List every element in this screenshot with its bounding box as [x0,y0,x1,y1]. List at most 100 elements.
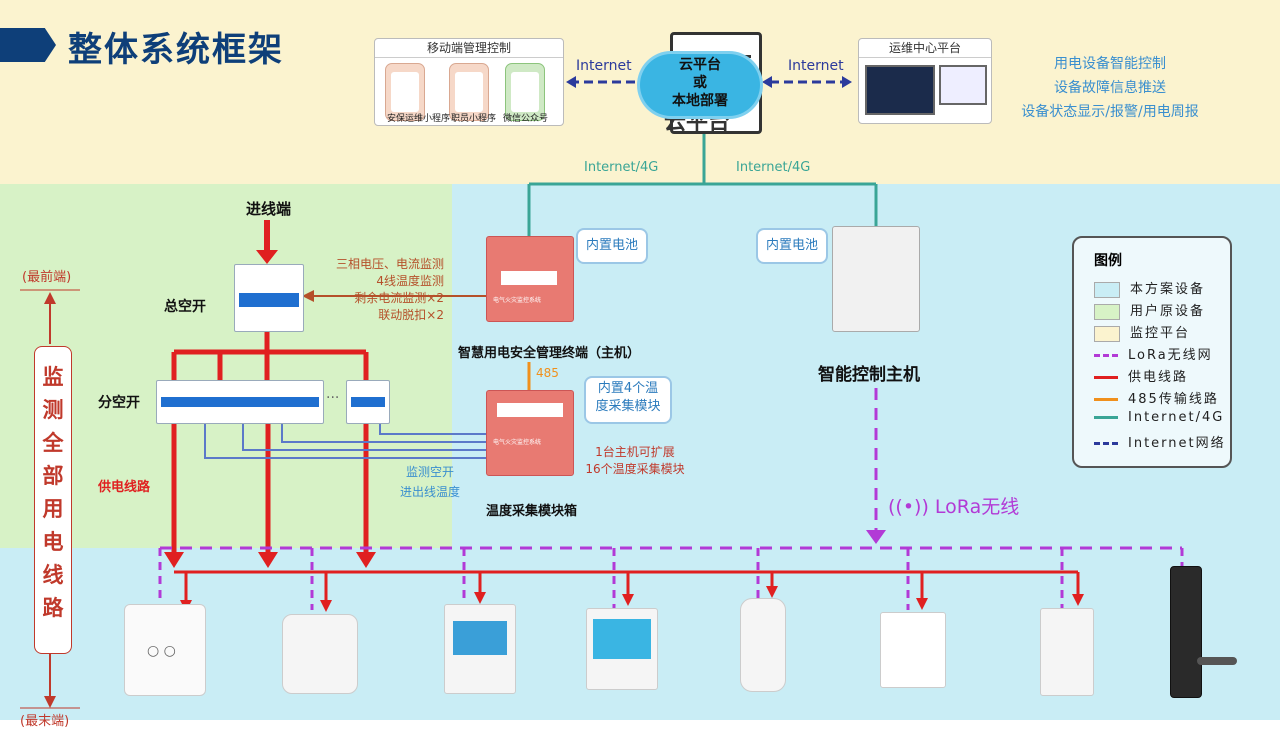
smart-host-label: 智能控制主机 [818,365,920,385]
legend-item: LoRa无线网 [1094,344,1213,363]
monitor-screen-icon [865,65,935,115]
legend-label: 供电线路 [1128,370,1189,385]
host-terminal-device: 电气火灾监控系统 [486,236,574,322]
host-panel-text: 电气火灾监控系统 [493,297,542,304]
legend-item: 供电线路 [1094,366,1188,385]
bubble-line: 内置4个温 [597,381,659,396]
cloud-line: 云平台 [679,57,721,73]
feature-item: 设备故障信息推送 [1054,80,1166,96]
feature-item: 用电设备智能控制 [1054,56,1166,72]
breaker-controller-device [1040,608,1094,696]
title-arrow-icon [0,28,56,62]
branch-switch-label: 分空开 [98,395,140,411]
vertical-char: 部 [42,464,64,488]
mobile-panel-title: 移动端管理控制 [375,39,563,58]
monitor-note-line: 监测空开 [405,465,454,479]
monitor-note-line: 进出线温度 [399,485,460,499]
expand-note: 1台主机可扩展 16个温度采集模块 [580,444,690,478]
phone-icon [505,63,545,121]
internet4g-label-left: Internet/4G [584,160,659,175]
cloud-icon [640,54,760,116]
main-switch-label: 总空开 [164,299,206,315]
smart-socket-device [282,614,358,694]
legend: 图例 本方案设备 用户原设备 监控平台 LoRa无线网 供电线路 485传输线路… [1072,236,1232,468]
plug-socket-device [740,598,786,692]
temp-box-label: 温度采集模块箱 [486,504,578,519]
vertical-label: 监 测 全 部 用 电 线 路 [34,346,72,654]
lora-text: LoRa无线 [934,496,1020,518]
monitor-item: 剩余电流监测×2 [354,291,444,305]
legend-title: 图例 [1094,253,1122,269]
ops-panel: 运维中心平台 [858,38,992,124]
vertical-char: 路 [42,596,64,620]
page-title: 整体系统框架 [68,30,284,70]
host-label: 智慧用电安全管理终端（主机） [458,346,641,361]
mobile-panel: 移动端管理控制 安保运维小程序 职员小程序 微信公众号 [374,38,564,126]
legend-label: 监控平台 [1130,326,1191,341]
temp-module-box: 电气火灾监控系统 [486,390,574,476]
monitor-note: 监测空开 进出线温度 [396,462,464,502]
monitor-item: 4线温度监测 [376,274,444,288]
internet-label-right: Internet [788,58,844,74]
legend-label: 本方案设备 [1130,282,1206,297]
mobile-item-label: 职员小程序 [451,114,497,124]
cloud-label: 云平台 或 本地部署 [640,56,760,110]
branch-breaker-group [156,380,324,424]
vertical-char: 监 [42,365,64,389]
cloud-line: 或 [693,75,707,91]
vertical-char: 测 [42,398,64,422]
monitor-item: 联动脱扣×2 [378,308,444,322]
monitor-list: 三相电压、电流监测 4线温度监测 剩余电流监测×2 联动脱扣×2 [324,256,444,324]
legend-item: Internet/4G [1094,410,1224,425]
vertical-char: 全 [42,431,64,455]
vertical-char: 电 [42,530,64,554]
temp-box-panel-text: 电气火灾监控系统 [493,439,542,446]
ellipsis: ··· [326,390,340,406]
line-485-label: 485 [536,366,559,380]
mobile-item-label: 微信公众号 [503,114,549,124]
thermostat-device [586,608,658,690]
internet-label-left: Internet [576,58,632,74]
bubble-line: 度采集模块 [595,399,661,414]
cloud-line: 本地部署 [672,93,728,109]
phone-icon [449,63,489,121]
battery-bubble-left: 内置电池 [576,228,648,264]
legend-label: 用户原设备 [1130,304,1206,319]
user-equipment-zone [0,184,452,548]
internet4g-label-right: Internet/4G [736,160,811,175]
smart-switch-device: ○ ○ [124,604,206,696]
incoming-label: 进线端 [246,200,292,218]
temp-module-bubble: 内置4个温 度采集模块 [584,376,672,424]
monitor-screen-icon [939,65,987,105]
smart-control-host-device [832,226,920,332]
legend-label: 485传输线路 [1128,392,1219,407]
legend-item: Internet网络 [1094,432,1226,451]
legend-item: 用户原设备 [1094,300,1205,320]
branch-breaker-end [346,380,390,424]
main-breaker [234,264,304,332]
battery-bubble-right: 内置电池 [756,228,828,264]
legend-item: 本方案设备 [1094,278,1205,298]
wall-socket-device [880,612,946,688]
ops-panel-title: 运维中心平台 [859,39,991,58]
wireless-icon: ((•)) [888,496,935,518]
monitor-item: 三相电压、电流监测 [335,257,444,271]
expand-line: 1台主机可扩展 [595,445,675,459]
smart-lock-device [1170,566,1237,698]
legend-item: 监控平台 [1094,322,1190,342]
front-end-label: (最前端) [22,270,72,285]
legend-label: Internet网络 [1128,436,1226,451]
vertical-char: 线 [42,563,64,587]
lora-label: ((•)) LoRa无线 [888,492,1019,519]
legend-label: Internet/4G [1128,410,1225,425]
mobile-item-label: 安保运维小程序 [387,114,451,124]
power-meter-device [444,604,516,694]
expand-line: 16个温度采集模块 [585,462,685,476]
feature-list: 用电设备智能控制 设备故障信息推送 设备状态显示/报警/用电周报 [1010,52,1210,124]
feature-item: 设备状态显示/报警/用电周报 [1021,104,1199,120]
vertical-char: 用 [42,497,64,521]
legend-label: LoRa无线网 [1128,348,1213,363]
phone-icon [385,63,425,121]
supply-line-label: 供电线路 [98,480,151,495]
